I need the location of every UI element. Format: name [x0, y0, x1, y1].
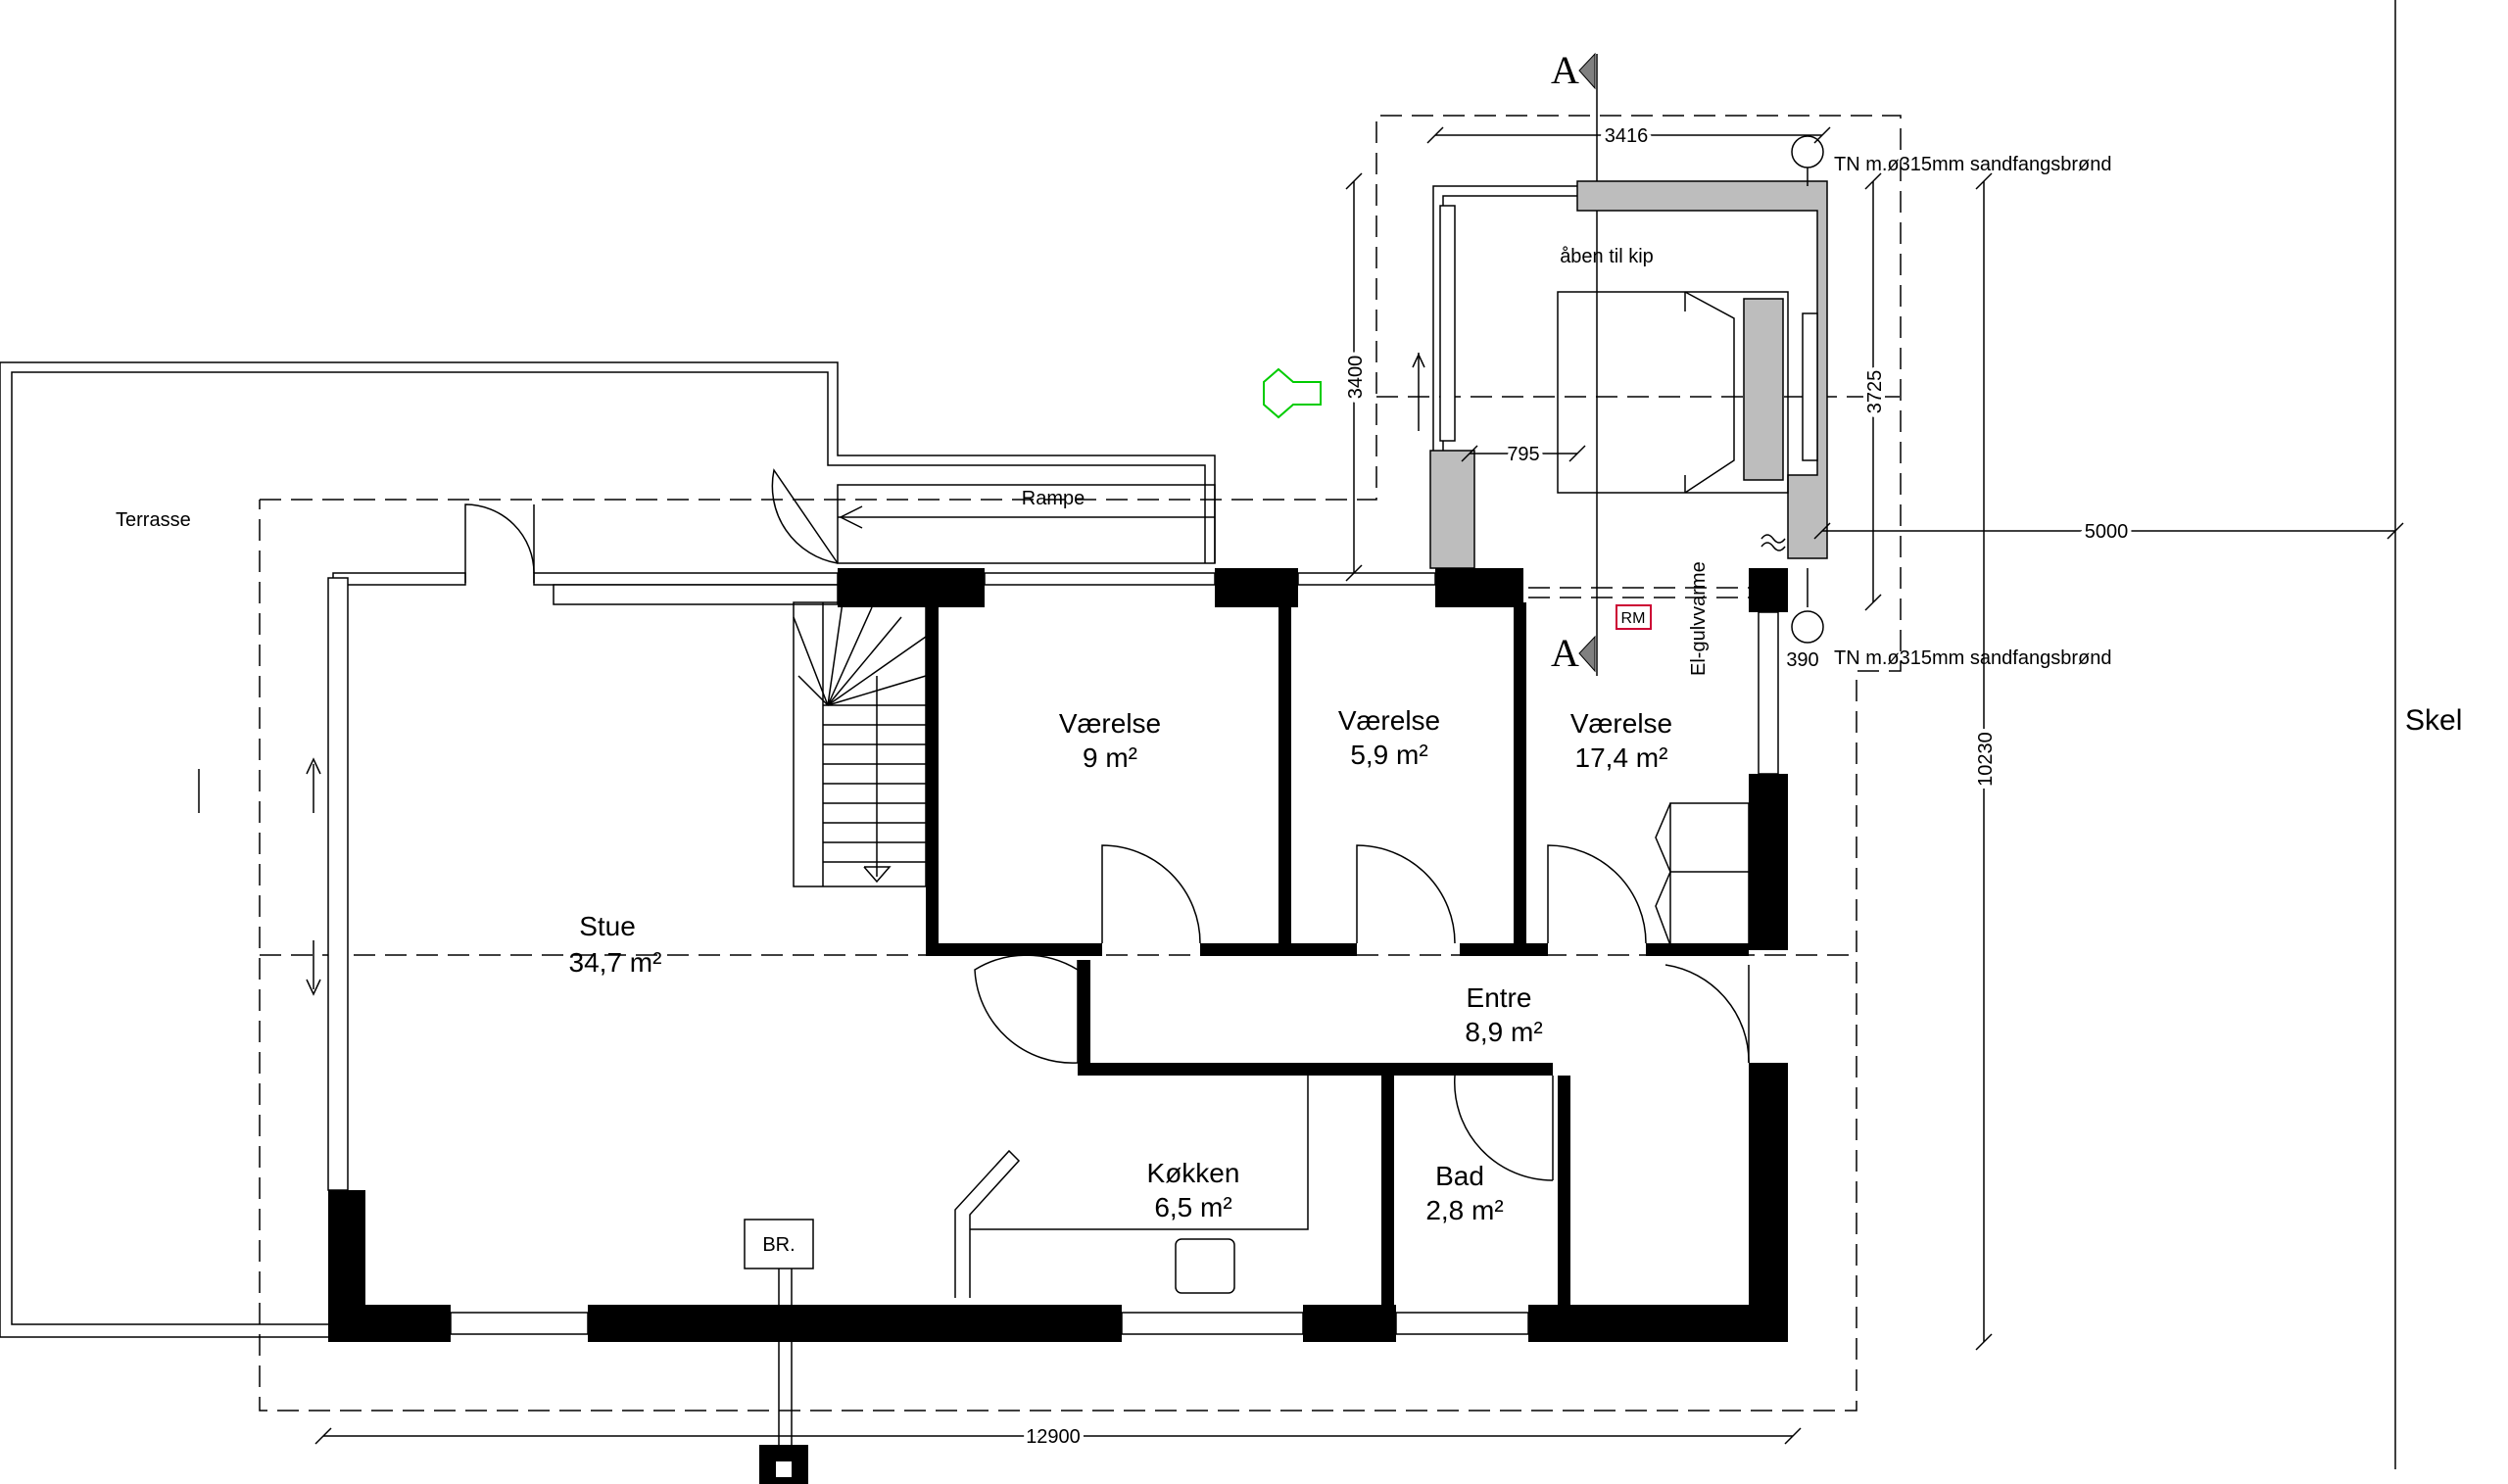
- ramp-label: Rampe: [1022, 488, 1085, 509]
- annex: åben til kip El-gulvvarme RM: [1263, 180, 1828, 676]
- drain-top-label: TN m.ø315mm sandfangsbrønd: [1834, 154, 2111, 175]
- room-name-vaerelse-1: Værelse: [1059, 708, 1161, 739]
- dim-total-depth: 10230: [1975, 732, 1997, 787]
- room-name-stue: Stue: [579, 911, 636, 941]
- room-name-vaerelse-3: Værelse: [1570, 708, 1672, 739]
- room-name-bad: Bad: [1435, 1161, 1484, 1191]
- chimney-label: BR.: [762, 1234, 795, 1256]
- dim-annex-height-right: 3725: [1864, 370, 1886, 414]
- dim-total-width: 12900: [1026, 1426, 1081, 1448]
- dim-annex-offset: 795: [1507, 444, 1539, 465]
- room-area-vaerelse-1: 9 m²: [1083, 742, 1137, 773]
- room-area-vaerelse-2: 5,9 m²: [1350, 740, 1427, 770]
- underfloor-heating-label: El-gulvvarme: [1688, 561, 1710, 676]
- dimensions: 12900 10230 3416 3400 3725 795 5000 390: [314, 121, 2404, 1452]
- boundary-label: Skel: [2405, 704, 2462, 737]
- staircase: [793, 601, 927, 887]
- doors: [464, 468, 1750, 1181]
- ventilation-icon: [1760, 534, 1786, 551]
- drain-bottom: TN m.ø315mm sandfangsbrønd: [1791, 568, 2111, 669]
- room-name-kokken: Køkken: [1147, 1158, 1240, 1188]
- room-area-bad: 2,8 m²: [1425, 1195, 1503, 1225]
- terrace: Terrasse: [0, 361, 1216, 1338]
- section-mark-top: A: [1551, 48, 1579, 92]
- dim-small-offset: 390: [1786, 649, 1818, 671]
- heat-pump-icon: [1263, 367, 1322, 419]
- section-mark-bottom: A: [1551, 631, 1579, 675]
- terrace-label: Terrasse: [116, 509, 191, 531]
- room-area-entre: 8,9 m²: [1465, 1017, 1542, 1047]
- walls: [328, 568, 1788, 1342]
- drain-top: TN m.ø315mm sandfangsbrønd: [1791, 135, 2111, 186]
- rm-marker: RM: [1616, 604, 1652, 630]
- dim-to-boundary: 5000: [2085, 521, 2129, 543]
- room-area-vaerelse-3: 17,4 m²: [1575, 742, 1668, 773]
- room-name-vaerelse-2: Værelse: [1338, 705, 1440, 736]
- room-area-kokken: 6,5 m²: [1154, 1192, 1231, 1222]
- room-name-entre: Entre: [1467, 982, 1532, 1013]
- svg-text:RM: RM: [1621, 610, 1646, 627]
- windows: [198, 572, 1779, 1335]
- property-boundary: Skel: [2394, 0, 2462, 1469]
- wardrobe: [1655, 802, 1750, 946]
- room-labels: Stue 34,7 m² Værelse 9 m² Værelse 5,9 m²…: [569, 705, 1673, 1225]
- kitchen-fittings: BR.: [744, 1076, 1309, 1484]
- section-line-a: A A: [1551, 48, 1598, 676]
- open-to-ridge-label: åben til kip: [1560, 246, 1654, 267]
- drain-bottom-label: TN m.ø315mm sandfangsbrønd: [1834, 647, 2111, 669]
- dim-annex-height-left: 3400: [1345, 356, 1367, 400]
- ramp: Rampe: [837, 484, 1216, 564]
- dim-annex-width: 3416: [1605, 125, 1649, 147]
- room-area-stue: 34,7 m²: [569, 947, 662, 978]
